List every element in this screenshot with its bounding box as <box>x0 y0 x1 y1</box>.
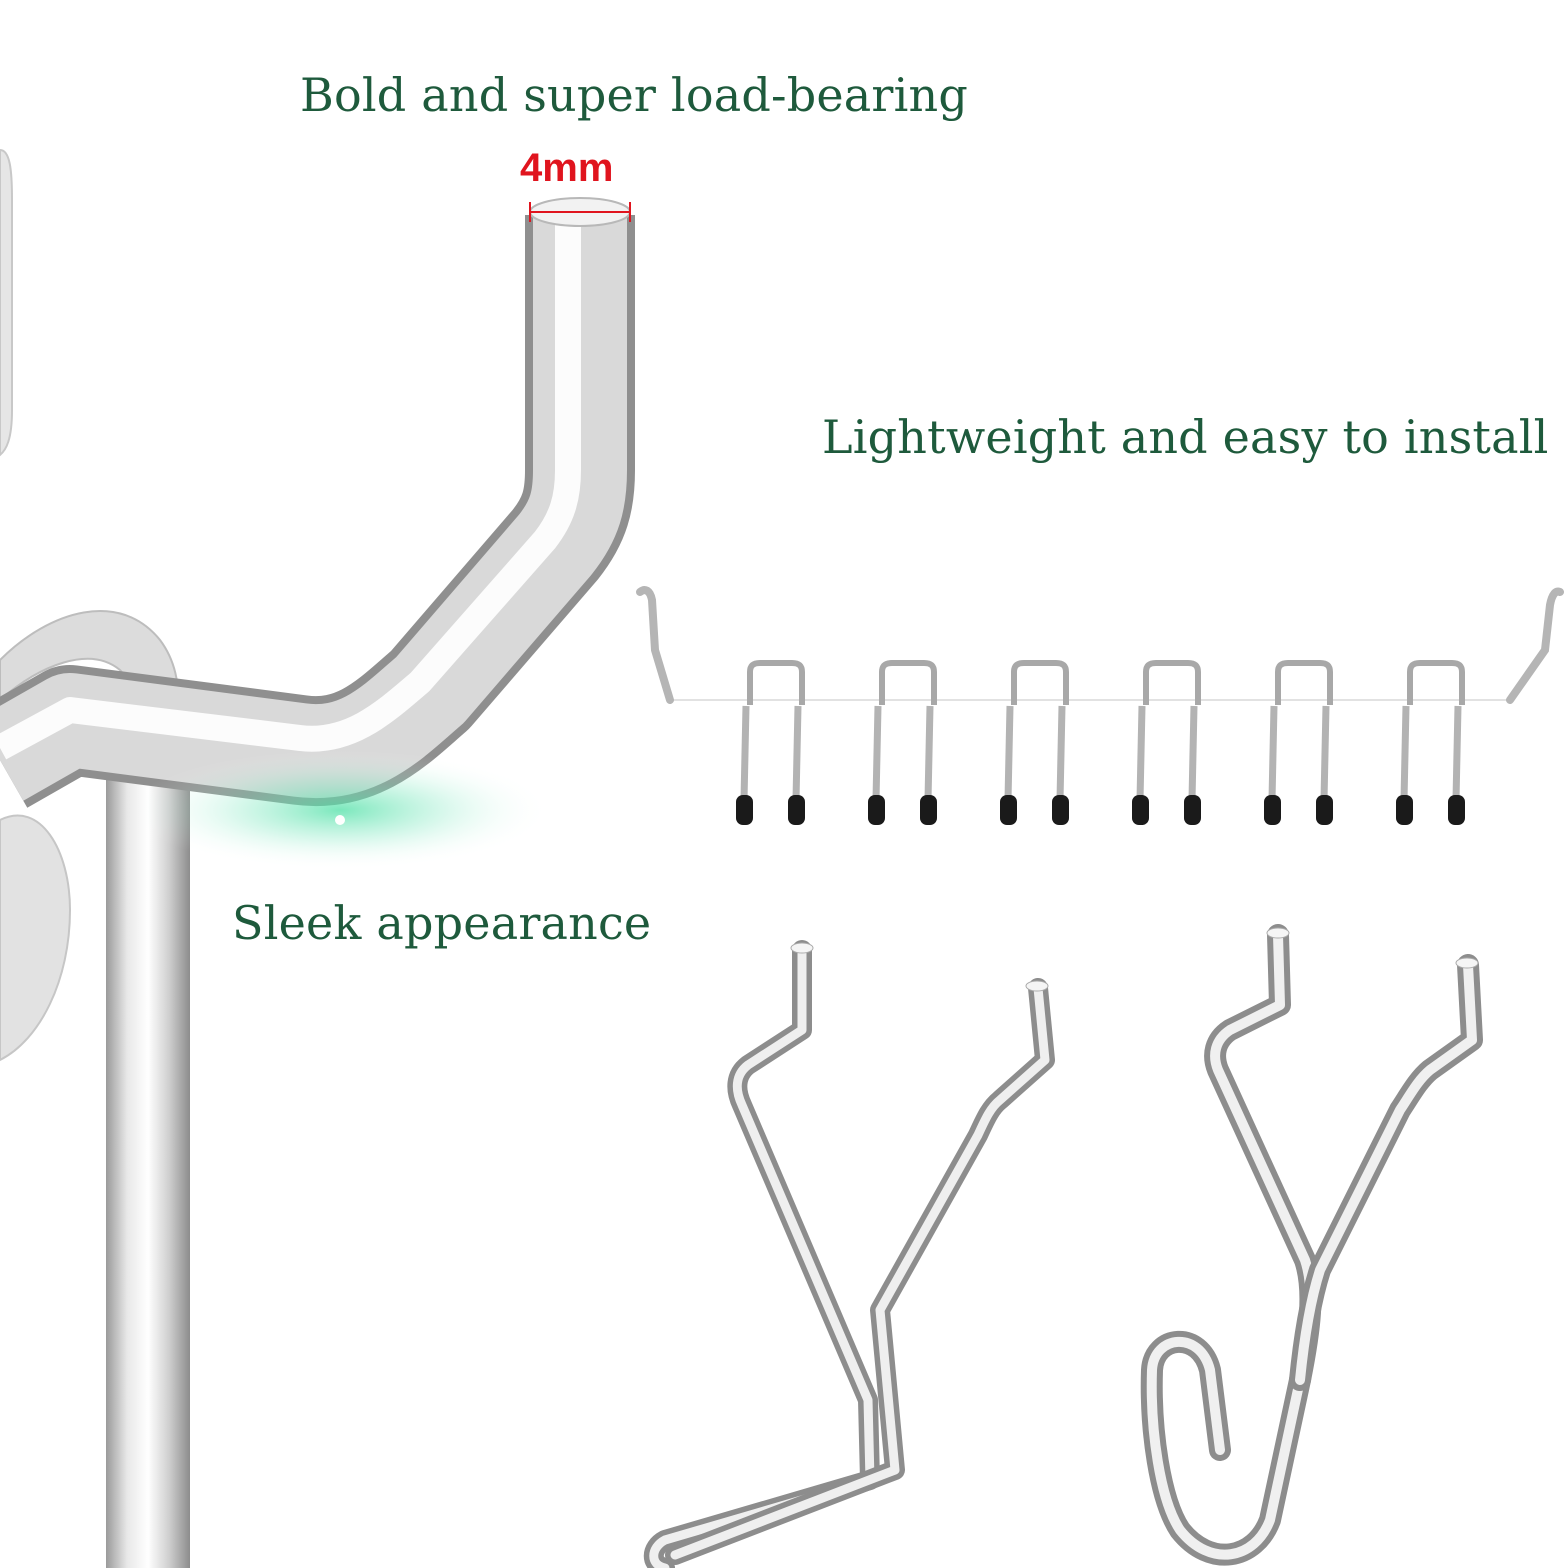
caption-bold-load-bearing: Bold and super load-bearing <box>300 68 968 122</box>
diameter-label: 4mm <box>520 146 614 190</box>
rack-prong <box>1320 705 1330 801</box>
rubber-tip <box>1264 795 1281 825</box>
rubber-tip <box>1448 795 1465 825</box>
rack-prong <box>924 705 934 801</box>
rack-prong <box>1136 705 1146 801</box>
rack-prong <box>1056 705 1066 801</box>
caption-lightweight-install: Lightweight and easy to install <box>822 410 1549 464</box>
rack-prong <box>1004 705 1014 801</box>
rack-hook-pair <box>1264 660 1333 825</box>
rack-hook-pair <box>1396 660 1465 825</box>
large-hook-closeup <box>0 148 635 1568</box>
rack-prong <box>872 705 882 801</box>
rack-prong <box>740 705 750 801</box>
rubber-tip <box>868 795 885 825</box>
rack-prong <box>1400 705 1410 801</box>
rubber-tip <box>1000 795 1017 825</box>
j-shaped-hook <box>1140 924 1483 1566</box>
rubber-tip <box>788 795 805 825</box>
rubber-tip <box>736 795 753 825</box>
rubber-tip <box>1184 795 1201 825</box>
rack-prong <box>1188 705 1198 801</box>
rubber-tip <box>1316 795 1333 825</box>
rack-hook-pair <box>868 660 937 825</box>
y-shaped-hook <box>643 940 1055 1568</box>
rack-hook-pair <box>1132 660 1201 825</box>
rack-prong <box>1452 705 1462 801</box>
rack-hook-pair <box>736 660 805 825</box>
rack-hook-pair <box>1000 660 1069 825</box>
rubber-tip <box>920 795 937 825</box>
rubber-tip <box>1132 795 1149 825</box>
rubber-tip <box>1052 795 1069 825</box>
rubber-tip <box>1396 795 1413 825</box>
rack-prong <box>792 705 802 801</box>
caption-sleek-appearance: Sleek appearance <box>232 896 652 950</box>
multi-hook-rack <box>636 586 1564 825</box>
rack-prong <box>1268 705 1278 801</box>
